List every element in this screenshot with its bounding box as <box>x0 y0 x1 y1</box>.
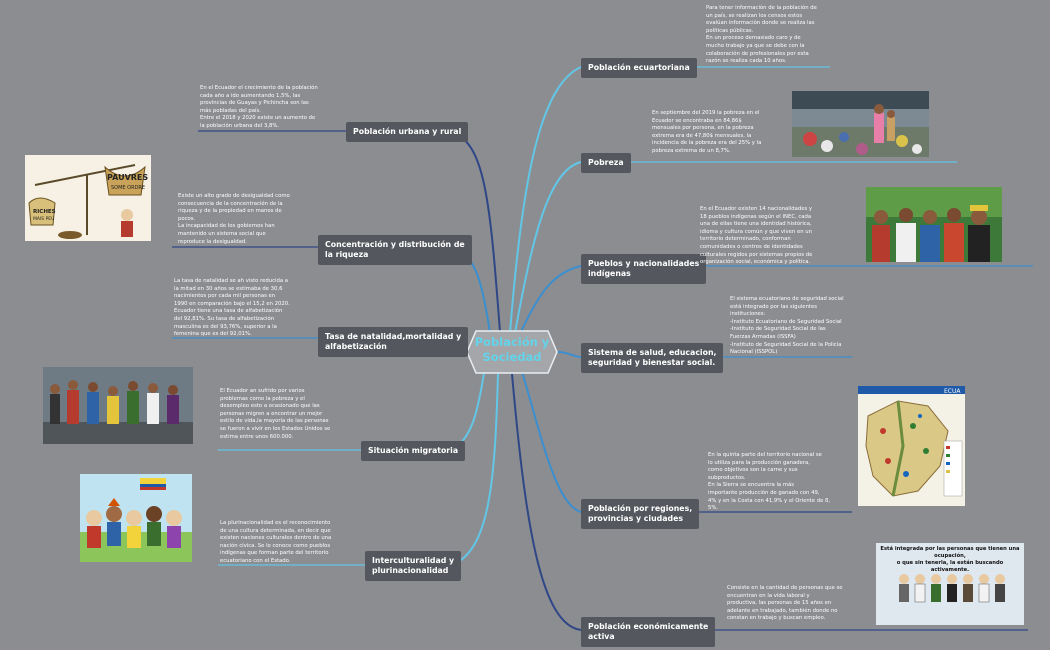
note-concentracion-riqueza: Existe un alto grado de desigualdad como… <box>178 193 290 245</box>
economically-active-image: Está integrada por las personas que tien… <box>876 543 1024 625</box>
ecuador-map-image: ECUA <box>858 386 965 506</box>
link-economica <box>511 373 582 631</box>
topic-poblacion-urbana-rural[interactable]: Población urbana y rural <box>346 122 469 142</box>
link-migratoria <box>450 372 485 451</box>
link-regiones <box>521 371 582 513</box>
link-interculturalidad <box>451 373 499 566</box>
link-pueblos <box>519 265 582 335</box>
link-poblacion-urbana <box>450 131 501 333</box>
note-tasa-natalidad: La tasa de natalidad se ah visto reducid… <box>174 278 290 338</box>
note-poblacion-urbana-rural: En el Ecuador el crecimiento de la pobla… <box>200 85 318 129</box>
note-poblacion-economicamente-activa: Consiste en la cantidad de personas que … <box>727 585 843 622</box>
topic-pobreza[interactable]: Pobreza <box>581 153 631 173</box>
topic-situacion-migratoria[interactable]: Situación migratoria <box>361 441 466 461</box>
topic-sistema-salud[interactable]: Sistema de salud, educacion,seguridad y … <box>581 343 724 373</box>
svg-text:SOME ORDRE: SOME ORDRE <box>111 185 145 191</box>
indigenous-peoples-photo <box>866 187 1002 262</box>
note-poblacion-ecuatoriana: Para tener información de la población d… <box>706 5 817 65</box>
economically-active-caption-1: Está integrada por las personas que tien… <box>880 546 1020 559</box>
poverty-photo <box>792 91 929 157</box>
wealth-scale-cartoon: PAUVRES SOME ORDRE RICHES MAIS PEU <box>25 155 151 241</box>
link-pobreza <box>514 161 582 334</box>
svg-text:MAIS PEU: MAIS PEU <box>33 216 54 222</box>
topic-poblacion-ecuatoriana[interactable]: Población ecuartoriana <box>581 58 697 78</box>
svg-text:RICHES: RICHES <box>33 209 56 215</box>
economically-active-caption-2: o que sin tenerla, la están buscando act… <box>896 560 1004 573</box>
intercultural-children-illustration <box>80 474 192 562</box>
note-sistema-salud: El sistema ecuatoriano de seguridad soci… <box>730 296 844 356</box>
link-poblacion-ecuatoriana <box>509 66 582 334</box>
migration-photo <box>43 367 193 444</box>
topic-poblacion-regiones[interactable]: Población por regiones,provincias y ciud… <box>581 499 700 529</box>
note-poblacion-regiones: En la quinta parte del territorio nacion… <box>708 452 831 512</box>
link-salud <box>557 351 582 358</box>
svg-text:PAUVRES: PAUVRES <box>107 173 148 182</box>
svg-text:ECUA: ECUA <box>944 388 961 395</box>
note-interculturalidad: La plurinacionalidad es el reconocimient… <box>220 520 332 564</box>
note-pueblos-nacionalidades: En el Ecuador existen 14 nacionalidades … <box>700 206 813 266</box>
